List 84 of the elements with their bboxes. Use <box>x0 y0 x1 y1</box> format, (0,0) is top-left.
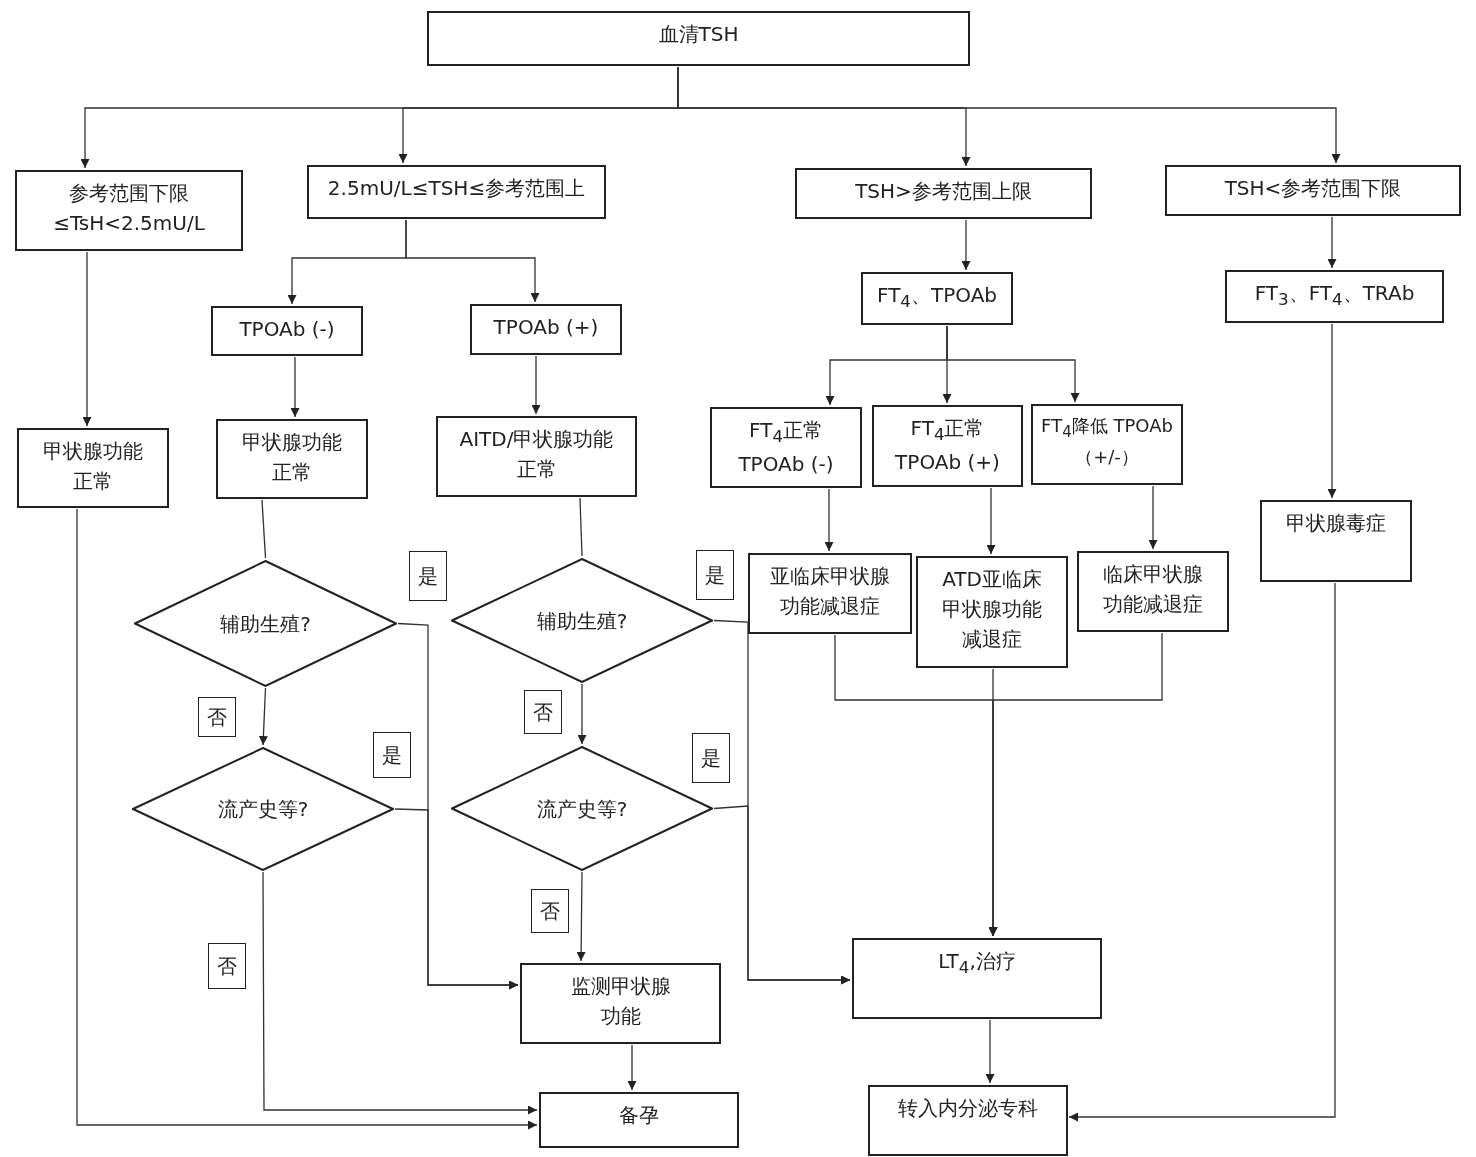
edge-label: 是 <box>696 550 734 600</box>
edge-label: 否 <box>198 697 236 737</box>
edge-label: 否 <box>524 690 562 734</box>
process-box <box>1165 165 1461 216</box>
process-box <box>795 168 1092 219</box>
arrow <box>988 632 1163 937</box>
process-box <box>307 165 606 219</box>
arrow <box>576 871 586 962</box>
process-box <box>916 556 1068 668</box>
decision-diamond <box>134 560 397 687</box>
node-text: 监测甲状腺功能 <box>569 973 672 1030</box>
arrow <box>713 805 851 985</box>
node-text: 流产史等? <box>536 795 628 823</box>
arrow <box>577 683 587 745</box>
edge-label: 是 <box>373 732 411 778</box>
process-box <box>15 170 243 251</box>
edge-label: 否 <box>531 889 569 933</box>
node-text: FT$_{4}$正常 TPOAb (+) <box>894 415 1001 476</box>
node-text: 甲状腺功能正常 <box>42 438 144 495</box>
node-text: FT$_{4}$正常 TPOAb (-) <box>737 417 835 478</box>
node-text: FT$_{4}$降低 TPOAb （+/-） <box>1040 414 1174 470</box>
node-text: 甲状腺毒症 <box>1286 510 1386 537</box>
edge-label: 是 <box>692 733 730 783</box>
process-box <box>852 938 1102 1019</box>
node-text: FT$_{3}$、FT$_{4}$、TRAb <box>1254 280 1415 311</box>
node-text: 亚临床甲状腺功能减退症 <box>769 563 891 620</box>
arrow <box>394 808 519 990</box>
arrow <box>627 1044 637 1091</box>
edge-label: 是 <box>409 551 447 601</box>
arrow <box>1148 485 1158 550</box>
edge-label: 否 <box>208 943 246 989</box>
process-box <box>520 963 721 1044</box>
process-box <box>436 416 637 497</box>
node-text: 辅助生殖? <box>536 607 628 635</box>
connector-line <box>261 499 267 559</box>
arrow <box>76 508 538 1130</box>
process-box <box>748 553 912 634</box>
node-text: 甲状腺功能正常 <box>241 429 343 486</box>
node-text: TSH<参考范围下限 <box>1224 175 1402 202</box>
node-text: TPOAb (+) <box>493 314 599 341</box>
arrow <box>677 66 1341 164</box>
process-box <box>427 11 970 66</box>
process-box <box>1260 500 1412 582</box>
process-box <box>710 407 862 488</box>
arrow <box>986 487 996 555</box>
process-box <box>872 405 1023 487</box>
arrow <box>262 871 538 1115</box>
node-text: 备孕 <box>619 1102 659 1129</box>
process-box <box>17 428 169 508</box>
node-text: 临床甲状腺功能减退症 <box>1102 561 1204 618</box>
process-box <box>1077 551 1229 632</box>
connector-line <box>579 497 583 557</box>
node-text: ATD亚临床甲状腺功能减退症 <box>941 566 1043 653</box>
node-text: 2.5mU/L≤TSH≤参考范围上 <box>327 175 586 202</box>
arrow <box>824 488 834 552</box>
node-text: 流产史等? <box>217 796 309 823</box>
arrow <box>946 325 1080 403</box>
node-text: TSH>参考范围上限 <box>855 178 1032 205</box>
process-box <box>216 419 368 499</box>
arrow <box>258 687 268 746</box>
arrow <box>1327 323 1337 499</box>
process-box <box>539 1092 739 1148</box>
process-box <box>861 272 1013 325</box>
node-text: 参考范围下限 ≤TsH<2.5mU/L <box>52 180 206 237</box>
arrow <box>1068 582 1336 1122</box>
arrow <box>290 356 300 418</box>
node-text: FT$_{4}$、TPOAb <box>877 282 997 313</box>
arrow <box>1327 216 1337 269</box>
process-box <box>1031 404 1183 485</box>
process-box <box>211 306 363 356</box>
process-box <box>470 304 622 355</box>
arrow <box>985 1019 995 1084</box>
process-box <box>1225 270 1444 323</box>
arrow <box>405 219 540 303</box>
node-text: 转入内分泌专科 <box>898 1095 1038 1122</box>
node-text: 血清TSH <box>658 21 739 48</box>
node-text: 辅助生殖? <box>220 610 311 638</box>
process-box <box>868 1085 1068 1156</box>
node-text: TPOAb (-) <box>239 316 335 343</box>
node-text: AITD/甲状腺功能正常 <box>458 426 615 483</box>
arrow <box>531 355 541 415</box>
arrow <box>82 251 92 427</box>
arrow <box>961 219 971 271</box>
node-text: LT$_{4}$,治疗 <box>938 948 1016 979</box>
